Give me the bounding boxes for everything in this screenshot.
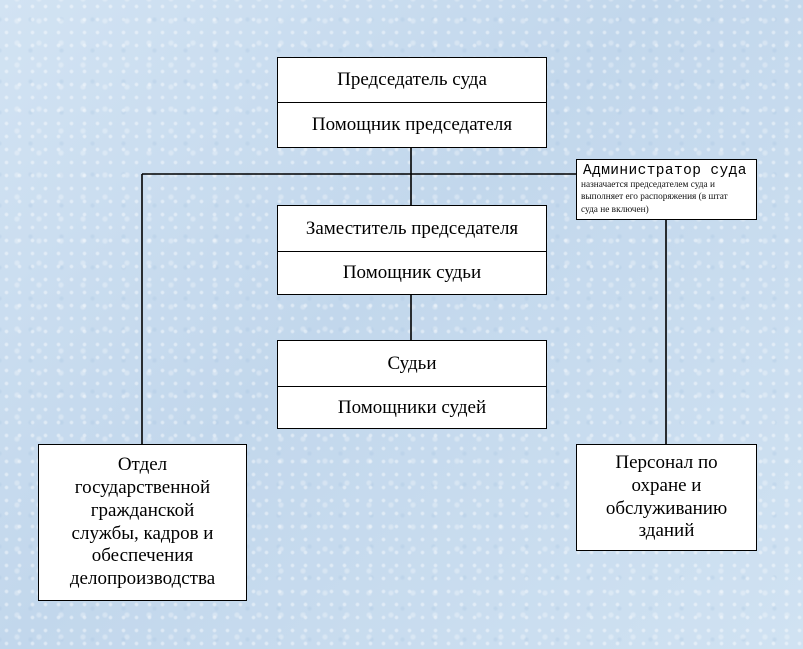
department-label-line: государственной [74,476,211,498]
administrator-note-line: назначается председателем суда и [581,180,715,190]
judges-assistants: Помощники судей [337,396,487,418]
department-box: Отдел государственной гражданской службы… [38,444,247,601]
judges-title: Судьи [278,341,546,387]
chairman-box: Председатель суда Помощник председателя [277,57,547,148]
personnel-label-line: охране и [631,474,702,496]
administrator-note-line: суда не включен) [581,204,649,215]
judges-box: Судьи Помощники судей [277,340,547,429]
personnel-label-line: Персонал по [615,451,718,473]
chairman-title: Председатель суда [278,58,546,103]
deputy-assistant: Помощник судьи [342,262,482,283]
administrator-note-line: выполняет его распоряжения (в штат [581,192,728,203]
department-label-line: обеспечения [91,545,194,567]
department-label-line: делопроизводства [69,568,216,590]
department-label-line: Отдел [117,454,168,476]
personnel-box: Персонал по охране и обслуживанию зданий [576,444,757,551]
administrator-title: Администратор суда [583,163,747,179]
personnel-label-line: зданий [638,520,695,542]
deputy-box: Заместитель председателя Помощник судьи [277,205,547,295]
department-label-line: службы, кадров и [71,522,214,544]
personnel-label-line: обслуживанию [605,497,728,519]
deputy-title: Заместитель председателя [278,206,546,252]
administrator-box: Администратор суда назначается председат… [576,159,757,220]
department-label-line: гражданской [90,499,195,521]
chairman-assistant: Помощник председателя [311,114,513,135]
